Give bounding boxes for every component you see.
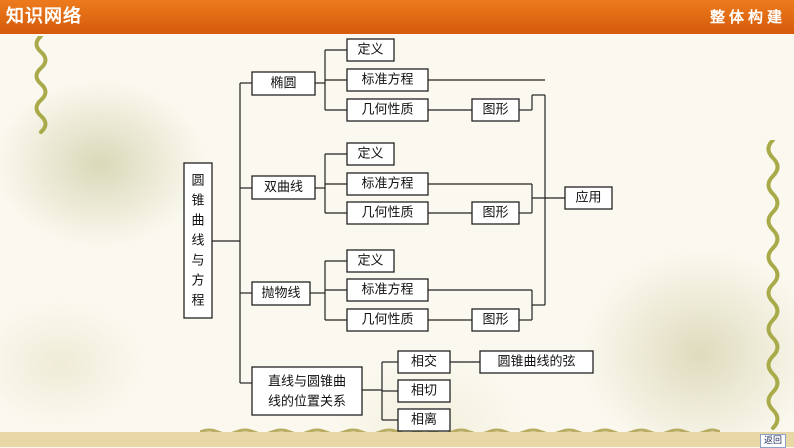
parabola-connectors [310,260,545,321]
application-node-label: 应用 [575,190,601,206]
child-node-chord: 圆锥曲线的弦 [479,350,594,374]
footer-bar [0,432,794,447]
section-subtitle: 整体构建 [709,8,786,26]
child-node-label: 标准方程 [361,176,413,192]
child-node-label: 定义 [357,254,383,269]
root-node-char: 程 [191,293,204,308]
child-node-geometric-properties: 几何性质 [346,201,429,225]
branch-node-label-line2: 线的位置关系 [268,394,346,410]
root-node-char: 锥 [191,193,204,208]
branch-node-parabola: 抛物线 [251,281,311,306]
child-node-definition: 定义 [346,142,395,166]
branch-node-hyperbola: 双曲线 [251,175,316,200]
child-node-definition: 定义 [346,38,395,62]
ellipse-connectors [315,49,545,111]
back-button[interactable]: 返回 [759,434,786,448]
child-node-label: 相交 [411,354,437,370]
child-node-label: 图形 [482,313,508,328]
root-node-char: 线 [191,233,204,248]
branch-node-label: 抛物线 [261,286,300,301]
child-node-standard-equation: 标准方程 [346,68,429,92]
child-node-standard-equation: 标准方程 [346,278,429,302]
child-node-separate: 相离 [397,408,451,432]
child-node-label: 几何性质 [361,102,413,118]
line-relation-connectors [362,361,480,421]
hyperbola-connectors [315,153,565,214]
child-node-label: 圆锥曲线的弦 [497,354,575,370]
branch-node-ellipse: 椭圆 [251,71,316,96]
root-node-label: 圆锥曲线与方程 [191,173,204,308]
child-node-label: 相切 [411,384,437,399]
vine-ornament-bottom [200,428,720,436]
section-title: 知识网络 [6,6,82,27]
branch-node-label-line1: 直线与圆锥曲 [268,375,346,390]
child-node-label: 相离 [411,412,437,428]
root-node-char: 方 [191,272,204,288]
child-node-label: 图形 [482,206,508,221]
child-node-tangent: 相切 [397,379,451,403]
child-node-figure: 图形 [471,308,520,332]
root-node-char: 与 [191,253,204,268]
child-node-figure: 图形 [471,98,520,122]
branch-node-label: 椭圆 [270,75,296,91]
child-node-label: 定义 [357,147,383,162]
child-node-figure: 图形 [471,201,520,225]
root-node-char: 曲 [191,213,204,228]
vine-ornament-left [34,36,48,134]
branch-node-label: 双曲线 [264,180,303,195]
root-node: 圆锥曲线与方程 [183,162,213,319]
child-node-label: 图形 [482,103,508,118]
vine-ornament-right [766,140,780,430]
root-connectors [212,82,252,384]
root-node-char: 圆 [191,173,204,188]
branch-node-line-relation: 直线与圆锥曲 线的位置关系 [251,366,363,416]
child-node-geometric-properties: 几何性质 [346,308,429,332]
child-node-label: 标准方程 [361,282,413,298]
child-node-label: 标准方程 [361,72,413,88]
child-node-standard-equation: 标准方程 [346,172,429,196]
header-bar [0,0,794,34]
application-node: 应用 [564,186,613,210]
child-node-label: 几何性质 [361,205,413,221]
child-node-definition: 定义 [346,249,395,273]
child-node-label: 定义 [357,43,383,58]
child-node-geometric-properties: 几何性质 [346,98,429,122]
child-node-intersect: 相交 [397,350,451,374]
child-node-label: 几何性质 [361,312,413,328]
